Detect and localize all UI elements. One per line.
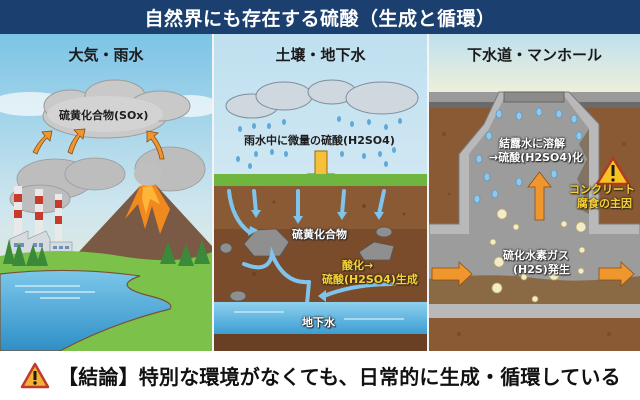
conclusion-footer: 【結論】特別な環境がなくても、日常的に生成・循環している [0,351,640,400]
label-sulfuric-acid-generation: 硫酸(H2SO4)生成 [322,273,418,286]
water-flow-arrows [227,189,396,306]
cracked-concrete [577,129,589,214]
panel-atmosphere: 大気・雨水 硫黄化合物(SOx) [0,34,212,351]
label-sulfur-compounds: 硫黄化合物 [292,228,347,241]
label-sox-text: 硫黄化合物(SOx) [59,109,149,122]
water-droplets [473,107,583,204]
panel-title-sewer: 下水道・マンホール [466,46,602,64]
panel-soil-groundwater: 土壌・地下水 雨水中に微量の硫酸(H2SO4) 硫黄化合物 酸化→ 硫酸(H2S… [214,34,427,351]
warning-icon [20,362,50,388]
label-sulfur-compounds-sox: 硫黄化合物(SOx) [59,107,148,123]
panel-divider [212,34,214,351]
warning-sign [595,156,631,186]
conclusion-text: 【結論】特別な環境がなくても、日常的に生成・循環している [58,365,621,389]
rain-drops [236,116,402,169]
header-banner: 自然界にも存在する硫酸（生成と循環） [0,0,640,34]
label-rain-sulfuric-acid: 雨水中に微量の硫酸(H2SO4) [244,134,395,147]
label-oxidation: 酸化→ [342,259,374,272]
rain-clouds [225,79,419,119]
page-title: 自然界にも存在する硫酸（生成と循環） [144,7,496,30]
label-condensation: 結露水に溶解 [499,137,565,150]
label-hydrogen-sulfide: 硫化水素ガス [503,249,569,262]
panel-title-atmosphere: 大気・雨水 [68,46,144,64]
orange-up-arrows [32,128,165,160]
label-concrete: コンクリート [569,183,635,196]
panel-title-soil: 土壌・地下水 [275,46,366,64]
lake [0,269,172,351]
label-groundwater: 地下水 [302,316,335,329]
panel-sewer-manhole: 下水道・マンホール 結露水に溶解 →硫酸(H2SO4)化 コンクリート 腐食の主… [429,34,640,351]
panel-divider [427,34,429,351]
atmosphere-illustration [0,34,212,351]
manhole-illustration [429,34,640,351]
groundwater-layer [214,302,427,334]
label-corrosion-cause: 腐食の主因 [577,197,632,210]
orange-arrows [431,171,635,287]
gas-bubbles [489,208,587,303]
soil-illustration [214,34,427,351]
label-h2s-generation: (H2S)発生 [513,263,570,276]
label-sulfuric-acid-conversion: →硫酸(H2SO4)化 [489,151,584,164]
sewage-flow [429,275,640,304]
